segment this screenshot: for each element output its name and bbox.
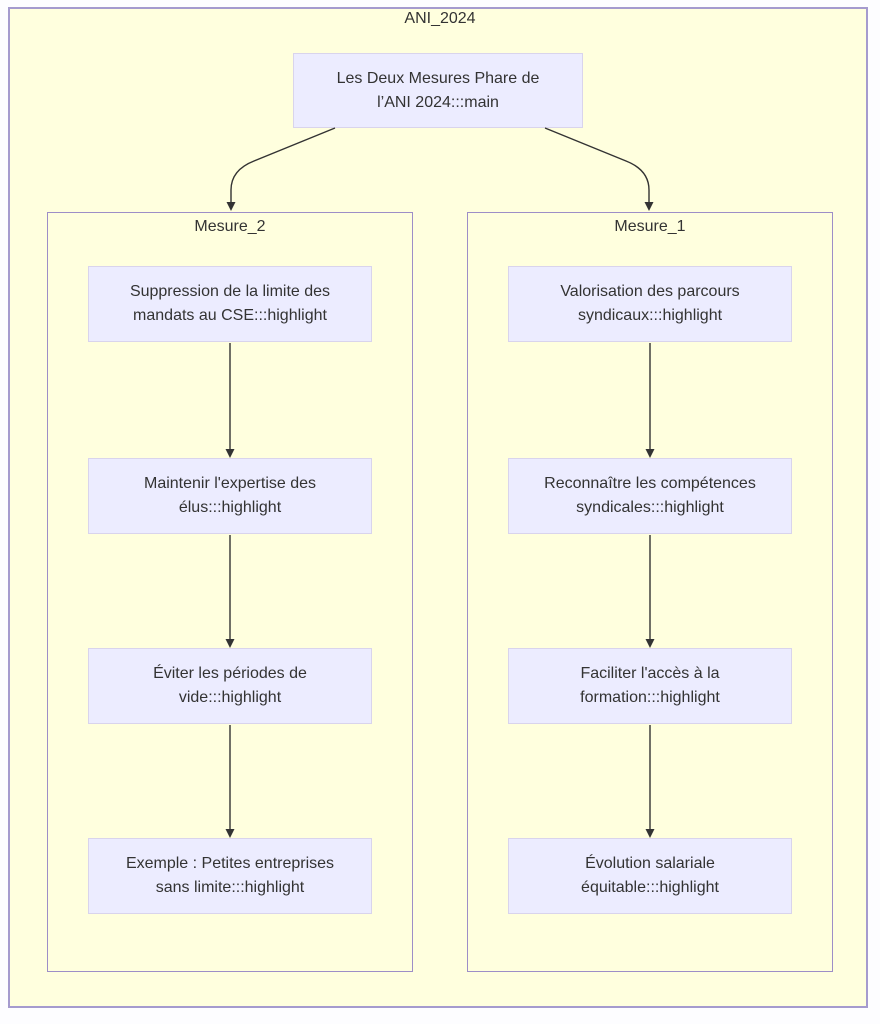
flow-node-suppression-limite: Suppression de la limite des mandats au … <box>88 266 372 342</box>
flow-node-evolution-salariale: Évolution salariale équitable:::highligh… <box>508 838 792 914</box>
node-text-line: syndicaux:::highlight <box>577 307 723 324</box>
node-text-line: Éviter les périodes de <box>153 665 307 682</box>
main-node: Les Deux Mesures Phare de l’ANI 2024:::m… <box>293 53 583 128</box>
flow-node-faciliter-acces-formation: Faciliter l'accès à la formation:::highl… <box>508 648 792 724</box>
node-text-line: Maintenir l'expertise des <box>143 475 317 492</box>
node-text-line: Reconnaître les compétences <box>544 475 756 492</box>
node-text-line: Évolution salariale <box>585 855 715 872</box>
node-text-line: vide:::highlight <box>178 689 282 706</box>
cluster-mesure-2-label: Mesure_2 <box>194 218 266 235</box>
main-node-line1: Les Deux Mesures Phare de <box>336 69 540 87</box>
flow-node-maintenir-expertise: Maintenir l'expertise des élus:::highlig… <box>88 458 372 534</box>
flow-node-eviter-periodes: Éviter les périodes de vide:::highlight <box>88 648 372 724</box>
flow-node-reconnaitre-competences: Reconnaître les compétences syndicales::… <box>508 458 792 534</box>
node-text-line: élus:::highlight <box>178 499 282 516</box>
flow-node-valorisation-parcours: Valorisation des parcours syndicaux:::hi… <box>508 266 792 342</box>
node-text-line: Exemple : Petites entreprises <box>125 855 335 872</box>
node-text-line: syndicales:::highlight <box>576 499 724 516</box>
node-text-line: mandats au CSE:::highlight <box>133 307 327 324</box>
node-text-line: formation:::highlight <box>580 689 720 706</box>
node-text-line: sans limite:::highlight <box>155 879 305 896</box>
node-text-line: équitable:::highlight <box>581 879 719 896</box>
node-text-line: Valorisation des parcours <box>560 283 740 300</box>
cluster-mesure-1-label: Mesure_1 <box>614 218 686 235</box>
node-text-line: Faciliter l'accès à la <box>580 665 720 682</box>
diagram-title: ANI_2024 <box>404 10 476 27</box>
flow-node-exemple-petites-entreprises: Exemple : Petites entreprises sans limit… <box>88 838 372 914</box>
node-text-line: Suppression de la limite des <box>129 283 331 300</box>
main-node-line2: l’ANI 2024:::main <box>377 93 499 111</box>
